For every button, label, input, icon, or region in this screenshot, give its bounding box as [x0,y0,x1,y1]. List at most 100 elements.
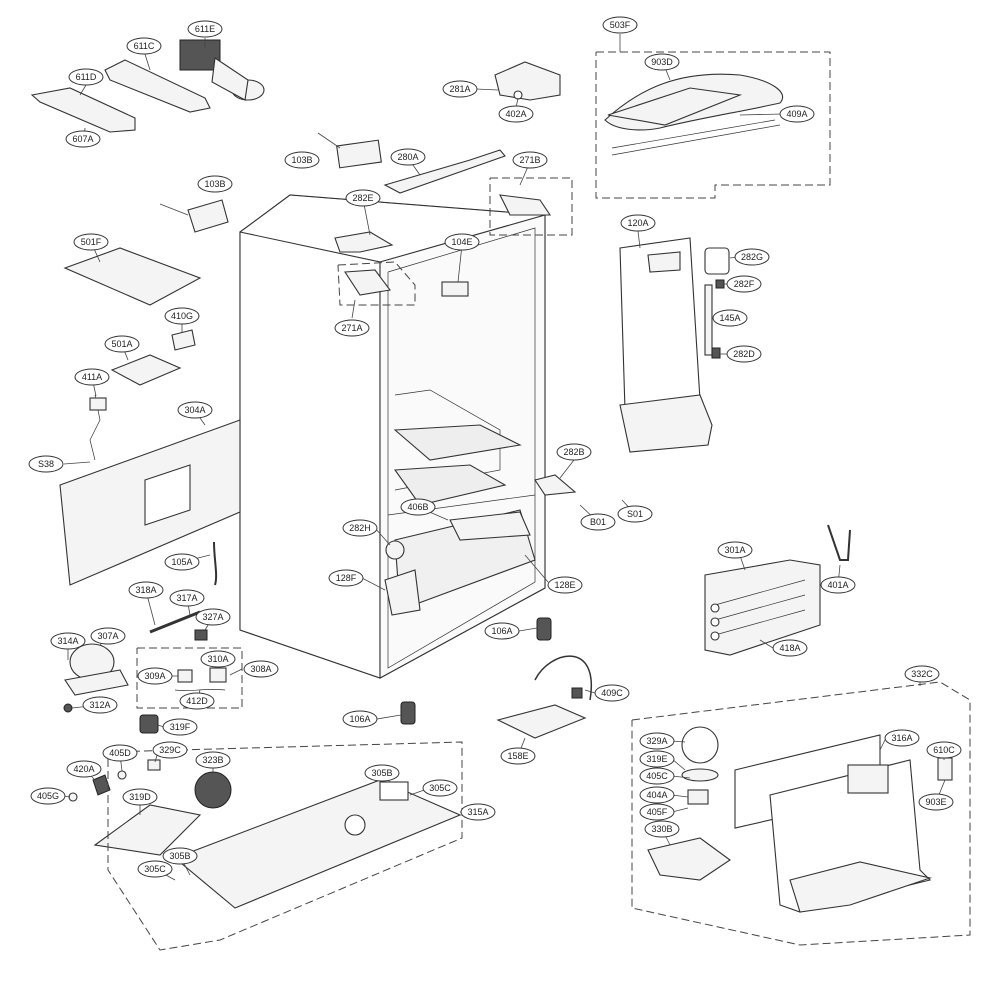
callout-label: 332C [911,669,933,679]
callout-oval [126,37,162,55]
callout-404a: 404A [639,786,675,804]
callout-oval [500,747,536,765]
callout-405f: 405F [639,803,675,821]
callout-330b: 330B [644,820,680,838]
callout-312a: 312A [82,696,118,714]
fan-cover-503f [604,73,783,156]
callout-oval [779,105,815,123]
callout-label: 329C [159,745,181,755]
callout-label: 310A [207,654,228,664]
callout-120a: 120A [620,214,656,232]
callout-oval [556,443,592,461]
callout-611c: 611C [126,37,162,55]
callout-501f: 501F [73,233,109,251]
module-410g [171,329,196,351]
callout-282d: 282D [726,345,762,363]
callout-label: 282D [733,349,755,359]
callout-307a: 307A [90,627,126,645]
callout-label: 405G [37,791,59,801]
callout-105a: 105A [164,553,200,571]
callout-503f: 503F [602,16,638,34]
callout-oval [104,335,140,353]
callout-oval [164,553,200,571]
callout-oval [926,741,962,759]
callout-128f: 128F [328,569,364,587]
callout-label: 304A [184,405,205,415]
callout-oval [484,622,520,640]
callout-label: 120A [627,218,648,228]
callout-label: 418A [779,643,800,653]
box-503f [595,51,831,199]
callout-oval [342,519,378,537]
compressor-307a [63,643,129,713]
callout-label: 271A [341,323,362,333]
callout-611e: 611E [187,20,223,38]
callout-oval [442,80,478,98]
top-rail [383,149,506,194]
callout-s01: S01 [617,505,653,523]
callout-oval [547,576,583,594]
callout-label: 316A [891,733,912,743]
heater-401a [827,524,851,561]
callout-label: 280A [397,152,418,162]
callout-oval [152,741,188,759]
cabinet [239,194,546,679]
callout-409c: 409C [594,684,630,702]
callout-oval [639,750,675,768]
callout-oval [772,639,808,657]
callout-406b: 406B [400,498,436,516]
callout-oval [162,718,198,736]
callout-281a: 281A [442,80,478,98]
callout-label: 305B [371,768,392,778]
callout-label: 305B [169,851,190,861]
callout-oval [918,793,954,811]
fan-420a [92,774,111,796]
callout-319d: 319D [122,788,158,806]
callout-oval [644,53,680,71]
callout-label: 307A [97,631,118,641]
callout-oval [68,68,104,86]
callout-oval [726,275,762,293]
callout-401a: 401A [820,576,856,594]
callout-label: 314A [57,636,78,646]
callout-oval [717,541,753,559]
callout-315a: 315A [460,803,496,821]
callout-label: 158E [507,751,528,761]
callout-oval [65,130,101,148]
callout-oval [884,729,920,747]
callout-label: 305C [429,783,451,793]
callout-282b: 282B [556,443,592,461]
callout-oval [128,581,164,599]
rail-406b [449,511,531,541]
callout-label: 411A [82,372,102,382]
callout-106a_l: 106A [342,710,378,728]
callout-oval [73,233,109,251]
base-plate-315a [173,779,462,909]
harness-409c [534,655,593,701]
callout-oval [512,151,548,169]
callout-oval [617,505,653,523]
callout-oval [644,820,680,838]
callout-oval [602,16,638,34]
callout-oval [200,650,236,668]
callout-label: 610C [933,745,955,755]
callout-oval [82,696,118,714]
callout-label: 282H [349,523,371,533]
evaporator-301a [704,559,821,656]
callout-label: 106A [491,626,512,636]
callout-oval [639,767,675,785]
callout-oval [30,787,66,805]
callout-oval [390,148,426,166]
callout-903e: 903E [918,793,954,811]
box-308a [136,647,243,709]
callout-oval [66,760,102,778]
callout-label: 330B [651,824,672,834]
callout-103b_top: 103B [284,151,320,169]
callout-oval [328,569,364,587]
callout-label: 611D [76,72,97,82]
box-271b [489,177,573,236]
callout-oval [195,608,231,626]
callout-oval [620,214,656,232]
part-319f [139,714,159,734]
callout-405g: 405G [30,787,66,805]
